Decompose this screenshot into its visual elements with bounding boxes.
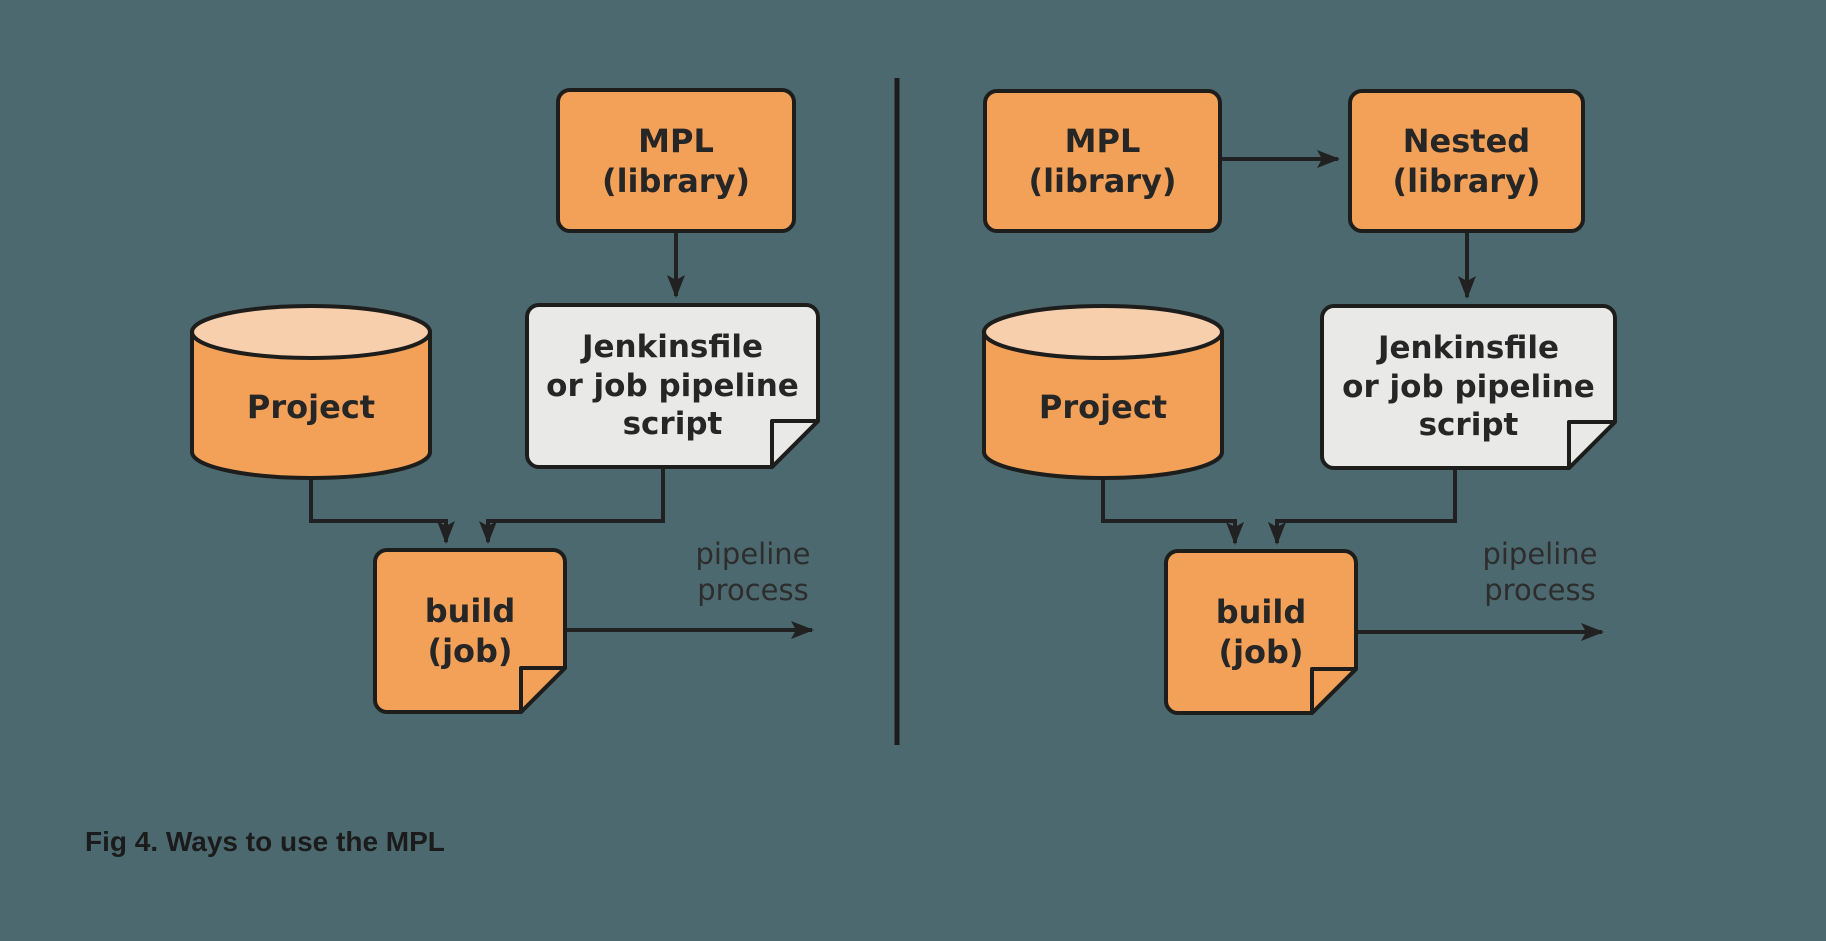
left-project-cylinder: Project (190, 304, 432, 480)
left-pipeline-process-label: pipeline process (695, 537, 811, 608)
right-project-cylinder: Project (982, 304, 1224, 480)
folded-corner (770, 419, 820, 469)
note-shape (1164, 549, 1358, 715)
folded-corner (519, 666, 567, 714)
connector-left-project-to-build (309, 476, 455, 544)
left-jenkinsfile-note: Jenkinsfile or job pipeline script (525, 303, 820, 469)
figure-caption: Fig 4. Ways to use the MPL (85, 826, 445, 857)
folded-corner (1567, 420, 1617, 470)
right-jenkinsfile-note: Jenkinsfile or job pipeline script (1320, 304, 1617, 470)
cylinder-shape (982, 304, 1224, 480)
left-mpl-library-node: MPL (library) (556, 88, 796, 233)
connector-left-jenkinsfile-to-build (479, 465, 665, 544)
note-shape (1320, 304, 1617, 470)
right-pipeline-process-label: pipeline process (1482, 537, 1598, 608)
right-build-job-note: build (job) (1164, 549, 1358, 715)
cylinder-shape (190, 304, 432, 480)
note-shape (525, 303, 820, 469)
folded-corner (1310, 667, 1358, 715)
left-build-job-note: build (job) (373, 548, 567, 714)
right-nested-library-node: Nested (library) (1348, 89, 1585, 233)
connector-right-jenkinsfile-to-build (1268, 466, 1457, 545)
right-mpl-library-node: MPL (library) (983, 89, 1222, 233)
connector-right-project-to-build (1101, 470, 1244, 545)
note-shape (373, 548, 567, 714)
